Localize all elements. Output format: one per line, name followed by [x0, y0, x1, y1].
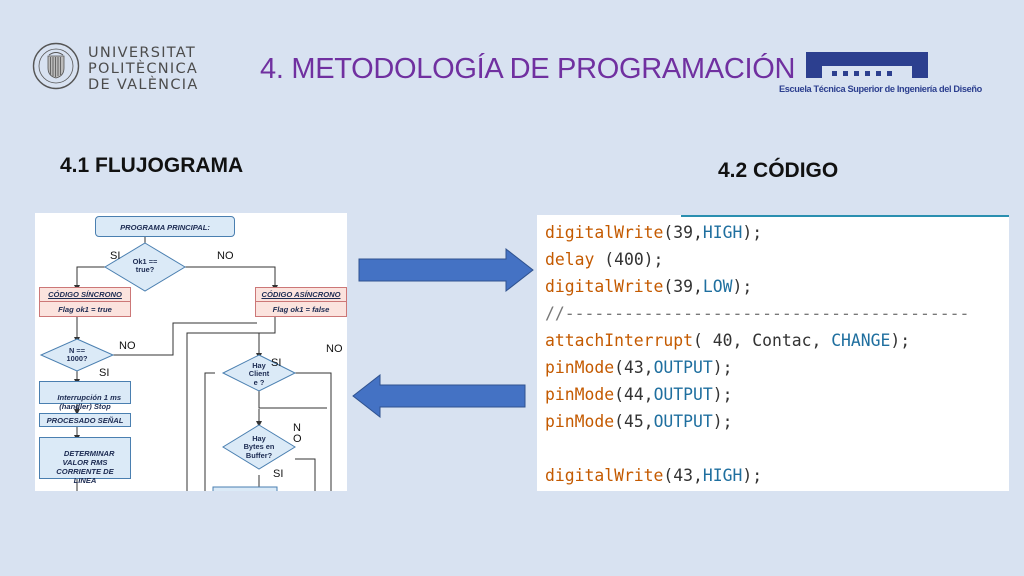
arrow-right-icon [358, 248, 534, 292]
code-line: pinMode(44,OUTPUT); [545, 385, 733, 404]
code-token: HIGH [702, 223, 743, 242]
code-line: delay (400); [545, 250, 663, 269]
code-line: digitalWrite(39,LOW); [545, 277, 752, 296]
code-token: (43, [614, 358, 654, 377]
code-token: (44, [614, 385, 654, 404]
code-image: digitalWrite(39,HIGH);delay (400);digita… [537, 215, 1009, 491]
code-token: digitalWrite [545, 466, 664, 485]
code-line: //--------------------------------------… [545, 304, 969, 323]
code-token: ); [742, 223, 763, 242]
university-name: UNIVERSITAT POLITÈCNICA DE VALÈNCIA [88, 45, 199, 93]
start-box: PROGRAMA PRINCIPAL: [95, 216, 235, 237]
label-no-3: NO [326, 343, 343, 355]
label-yes-3: SI [271, 357, 282, 369]
decision-ok1-shape [104, 242, 186, 292]
code-token: ); [712, 412, 733, 431]
decision-bytes-shape [222, 424, 296, 470]
label-yes-1: SI [110, 250, 121, 262]
code-line: digitalWrite(39,HIGH); [545, 223, 762, 242]
code-token: (43, [663, 466, 703, 485]
label-no-4: N O [293, 422, 302, 445]
code-token: (39, [663, 223, 703, 242]
code-token: LOW [702, 277, 733, 296]
code-token: ); [742, 466, 763, 485]
code-token: //--------------------------------------… [545, 304, 970, 323]
code-line: pinMode(45,OUTPUT); [545, 412, 733, 431]
code-token: ( 40, Contac, [693, 331, 832, 350]
code-token: (45, [614, 412, 654, 431]
code-top-border [681, 215, 1009, 217]
code-line: attachInterrupt( 40, Contac, CHANGE); [545, 331, 910, 350]
code-token: CHANGE [831, 331, 891, 350]
interrupt-box: Interrupción 1 ms (handler) Stop [39, 381, 131, 411]
upv-logo: UNIVERSITAT POLITÈCNICA DE VALÈNCIA [32, 42, 197, 94]
code-token: digitalWrite [545, 277, 664, 296]
code-token: pinMode [545, 385, 615, 404]
code-token: HIGH [702, 466, 743, 485]
rms-box: DETERMINAR VALOR RMS CORRIENTE DE LINEA [39, 437, 131, 485]
label-no-1: NO [217, 250, 234, 262]
label-yes-4: SI [273, 468, 284, 480]
section-title-flowchart: 4.1 FLUJOGRAMA [60, 154, 244, 177]
section-title-code: 4.2 CÓDIGO [718, 159, 839, 182]
code-token: ); [890, 331, 911, 350]
school-name: Escuela Técnica Superior de Ingeniería d… [779, 84, 982, 94]
code-line: pinMode(43,OUTPUT); [545, 358, 733, 377]
code-token: digitalWrite [545, 223, 664, 242]
decision-client-shape [221, 354, 297, 392]
page-title: 4. METODOLOGÍA DE PROGRAMACIÓN [260, 53, 796, 85]
sync-box: CÓDIGO SÍNCRONO Flag ok1 = true [39, 287, 131, 317]
school-logo-icon [806, 52, 928, 78]
code-token: attachInterrupt [545, 331, 694, 350]
etsid-logo: Escuela Técnica Superior de Ingeniería d… [776, 50, 982, 100]
code-token: pinMode [545, 412, 615, 431]
decision-ok1-text: Ok1 == true? [132, 257, 158, 275]
decision-n-text: N == 1000? [66, 346, 88, 364]
label-no-2: NO [119, 340, 136, 352]
code-token: OUTPUT [653, 385, 713, 404]
code-token: ); [712, 358, 733, 377]
decision-client-text: Hay Client e ? [248, 361, 270, 387]
code-token: (39, [663, 277, 703, 296]
code-token: OUTPUT [653, 358, 713, 377]
signal-box: PROCESADO SEÑAL [39, 413, 131, 427]
code-token: ); [712, 385, 733, 404]
code-token: delay [545, 250, 595, 269]
code-token: pinMode [545, 358, 615, 377]
code-token: (400); [594, 250, 664, 269]
label-yes-2: SI [99, 367, 110, 379]
decision-n-shape [39, 338, 115, 372]
arrow-left-icon [352, 374, 526, 418]
university-seal-icon [32, 42, 80, 90]
code-token: ); [732, 277, 753, 296]
async-box: CÓDIGO ASÍNCRONO Flag ok1 = false [255, 287, 347, 317]
code-line: digitalWrite(43,HIGH); [545, 466, 762, 485]
decision-bytes-text: Hay Bytes en Buffer? [243, 434, 275, 460]
code-token: OUTPUT [653, 412, 713, 431]
flowchart-image: PROGRAMA PRINCIPAL: Ok1 == true? SI NO C… [35, 213, 347, 491]
